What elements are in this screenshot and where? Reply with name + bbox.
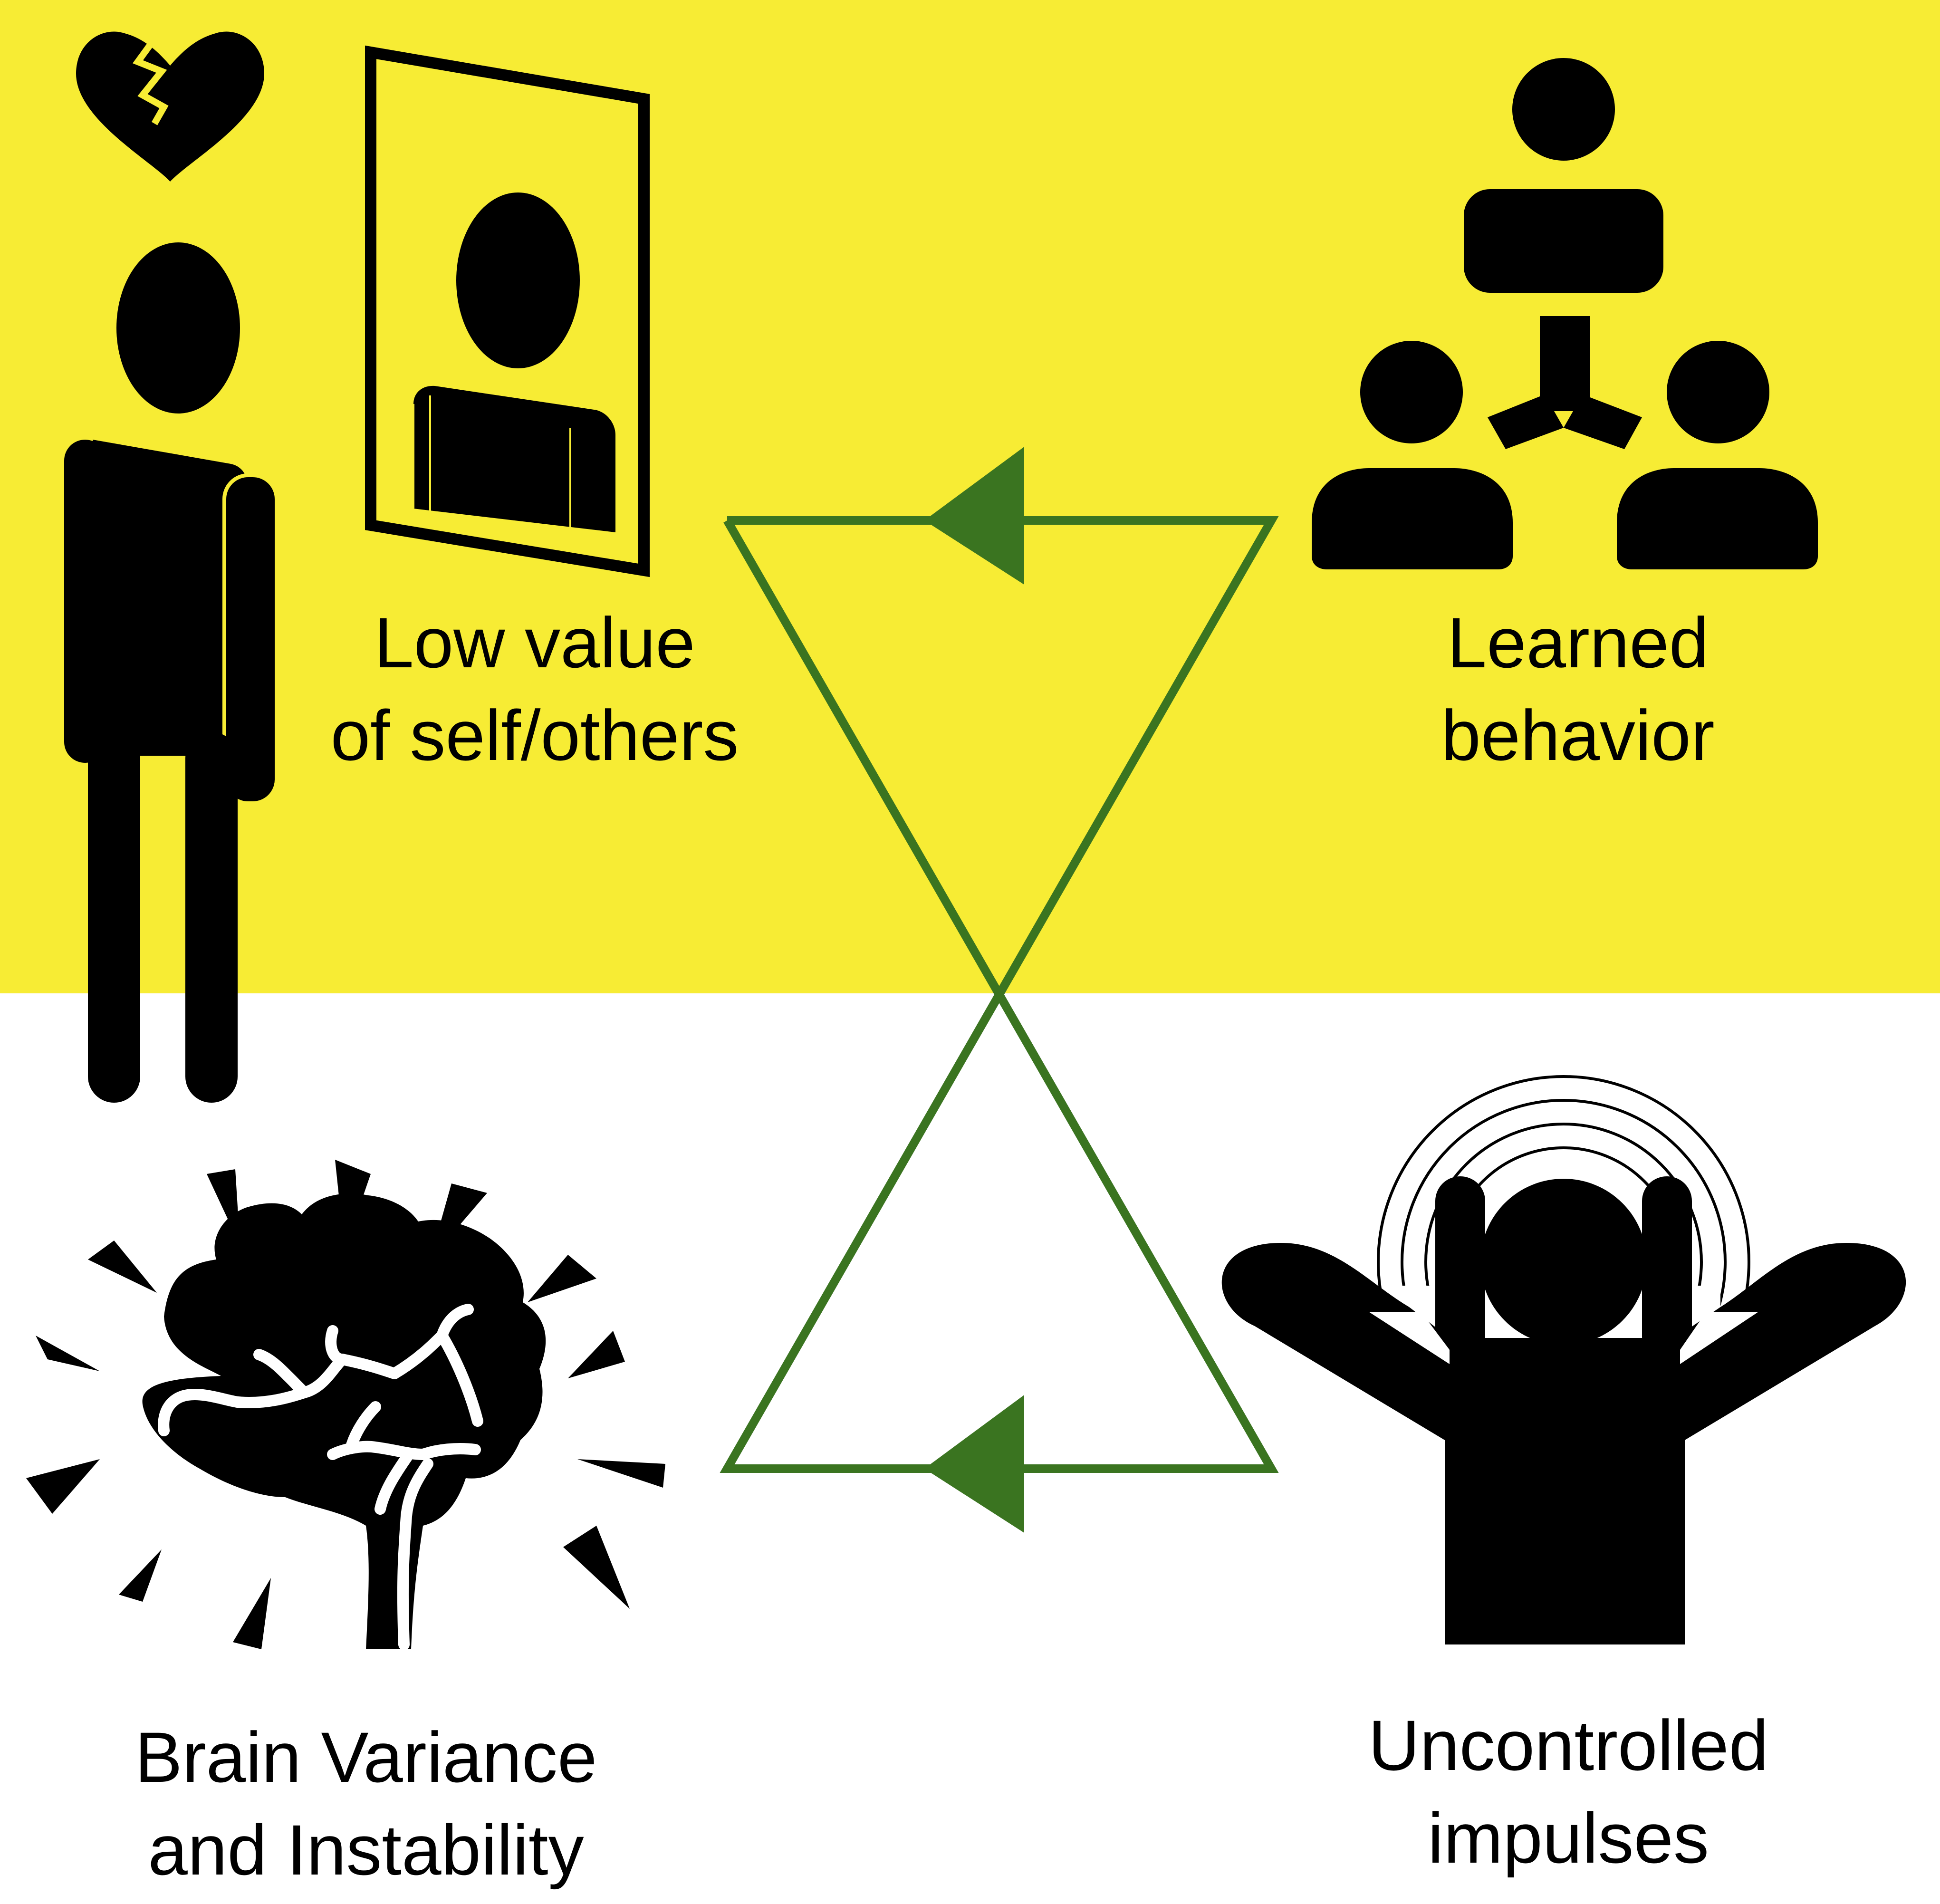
label-impulses-line2: impulses xyxy=(1428,1798,1709,1878)
label-learned-behavior: Learned behavior xyxy=(1378,596,1777,782)
label-brain-variance: Brain Variance and Instability xyxy=(86,1711,646,1896)
bottom-arrow-left xyxy=(924,1395,1024,1533)
person-icon xyxy=(64,242,279,1103)
brain-burst-icon xyxy=(26,1160,665,1650)
label-impulses-line1: Uncontrolled xyxy=(1368,1705,1769,1785)
top-arrow-left xyxy=(924,447,1024,585)
label-brain-line2: and Instability xyxy=(148,1810,584,1890)
label-learned-line2: behavior xyxy=(1441,695,1715,775)
label-learned-line1: Learned xyxy=(1447,603,1709,683)
hourglass-connector xyxy=(720,516,1279,1473)
label-brain-line1: Brain Variance xyxy=(134,1717,597,1797)
mirror-reflection-icon xyxy=(365,45,650,577)
label-low-value: Low value of self/others xyxy=(276,596,794,782)
label-low-value-line1: Low value xyxy=(374,603,695,683)
stressed-person-icon xyxy=(1221,1075,1906,1644)
group-network-icon xyxy=(1312,58,1818,569)
label-uncontrolled-impulses: Uncontrolled impulses xyxy=(1302,1699,1834,1885)
label-low-value-line2: of self/others xyxy=(330,695,739,775)
broken-heart-icon xyxy=(76,31,264,182)
